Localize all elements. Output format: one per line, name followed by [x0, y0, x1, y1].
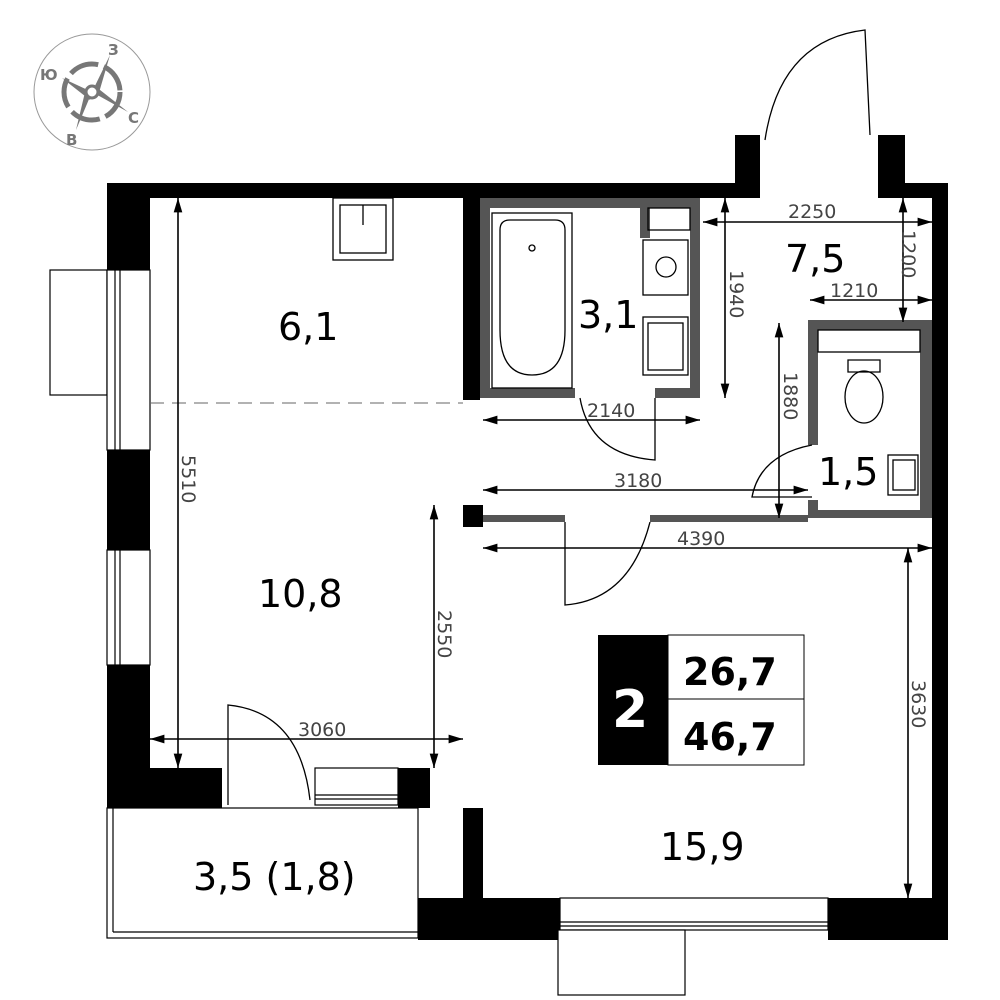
area-balcony: 3,5 (1,8) — [193, 855, 356, 899]
compass-north-label: З — [108, 41, 119, 59]
toilet-sink-icon — [887, 454, 919, 496]
inner-walls — [480, 198, 932, 522]
kitchen-sink-icon — [332, 197, 394, 261]
dim-1880: 1880 — [779, 372, 801, 420]
area-living-kitchen: 10,8 — [258, 572, 343, 616]
washing-machine-icon — [642, 239, 689, 296]
area-bathroom: 3,1 — [578, 293, 638, 337]
bathroom-door — [579, 397, 656, 461]
bedroom-door — [564, 521, 651, 606]
dim-2250: 2250 — [788, 201, 836, 223]
dim-1210: 1210 — [830, 280, 878, 302]
total-area: 46,7 — [683, 715, 777, 759]
area-bedroom: 15,9 — [660, 825, 745, 869]
living-area: 26,7 — [683, 650, 777, 694]
entrance-door — [764, 29, 871, 141]
dim-1200: 1200 — [897, 230, 919, 278]
room-areas: 6,1 3,1 7,5 1,5 10,8 15,9 3,5 (1,8) — [193, 237, 878, 899]
dim-3060: 3060 — [298, 719, 346, 741]
balcony-door — [227, 704, 311, 805]
toilet-icon — [847, 359, 881, 373]
dimension-labels: 2250 1200 1210 1940 2140 1880 3180 4390 … — [177, 201, 929, 741]
dim-2140: 2140 — [587, 400, 635, 422]
summary-badge: 2 26,7 46,7 — [598, 634, 805, 766]
outer-walls — [107, 135, 948, 940]
dim-2550: 2550 — [433, 610, 455, 658]
bath-sink-icon — [642, 316, 689, 376]
compass-east-label: С — [128, 109, 139, 127]
area-hall: 7,5 — [785, 237, 845, 281]
fixtures — [332, 197, 921, 496]
dim-4390: 4390 — [677, 528, 725, 550]
dimension-lines — [150, 198, 932, 898]
dim-5510: 5510 — [177, 455, 199, 503]
balcony-outline — [106, 807, 419, 939]
bathtub-icon — [491, 212, 573, 389]
area-toilet: 1,5 — [818, 450, 878, 494]
rooms-count: 2 — [612, 680, 648, 740]
toilet-door — [751, 444, 813, 498]
dim-3180: 3180 — [614, 470, 662, 492]
compass-south-label: В — [66, 131, 77, 149]
area-kitchen: 6,1 — [278, 305, 338, 349]
dim-1940: 1940 — [725, 270, 747, 318]
compass-icon: З Ю С В — [33, 33, 151, 151]
windows — [49, 269, 829, 996]
compass-west-label: Ю — [40, 66, 58, 84]
dim-3630: 3630 — [907, 680, 929, 728]
doors — [227, 29, 871, 805]
